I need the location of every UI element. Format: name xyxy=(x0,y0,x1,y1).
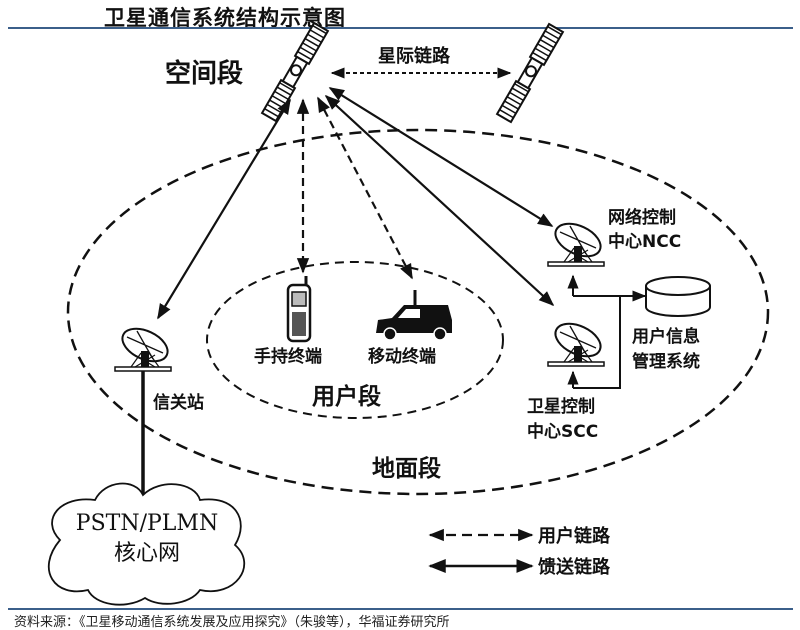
gateway-dish-icon xyxy=(114,321,174,372)
inter-satellite-link-label: 星际链路 xyxy=(378,45,451,67)
core-network-label-line1: PSTN/PLMN xyxy=(76,511,218,536)
handheld-terminal-label: 手持终端 xyxy=(254,346,322,367)
database-icon xyxy=(645,276,711,317)
user-segment-label: 用户段 xyxy=(312,383,381,410)
satellite-icon xyxy=(496,22,564,124)
feeder-link-scc xyxy=(324,94,555,307)
vehicle-icon xyxy=(376,290,452,341)
core-network-label-line2: 核心网 xyxy=(114,541,180,566)
handheld-phone-icon xyxy=(286,276,312,343)
space-segment-label: 空间段 xyxy=(165,58,243,89)
satellite-icon xyxy=(261,21,329,123)
legend-user-link-label: 用户链路 xyxy=(538,525,611,547)
legend-feeder-link-label: 馈送链路 xyxy=(538,556,611,578)
page-title: 卫星通信系统结构示意图 xyxy=(104,5,346,30)
scc-label-line1: 卫星控制 xyxy=(527,396,595,417)
ground-segment-label: 地面段 xyxy=(372,455,441,482)
scc-label-line2: 中心SCC xyxy=(527,421,598,442)
uims-label-line2: 管理系统 xyxy=(632,351,700,372)
scc-dish-icon xyxy=(547,316,607,367)
ncc-label-line1: 网络控制 xyxy=(608,207,676,228)
gateway-label: 信关站 xyxy=(153,392,204,413)
mobile-terminal-label: 移动终端 xyxy=(368,346,436,367)
uims-label-line1: 用户信息 xyxy=(632,326,700,347)
source-note: 资料来源：《卫星移动通信系统发展及应用探究》（朱骏等），华福证券研究所 xyxy=(14,615,450,630)
bottom-divider xyxy=(8,608,793,610)
top-divider xyxy=(8,27,793,29)
core-network-cloud xyxy=(48,482,246,606)
user-link-mobile xyxy=(317,96,413,280)
ncc-label-line2: 中心NCC xyxy=(608,231,681,252)
feeder-link-gateway xyxy=(157,98,291,320)
control-bus xyxy=(573,295,621,389)
ncc-dish-icon xyxy=(547,216,607,267)
